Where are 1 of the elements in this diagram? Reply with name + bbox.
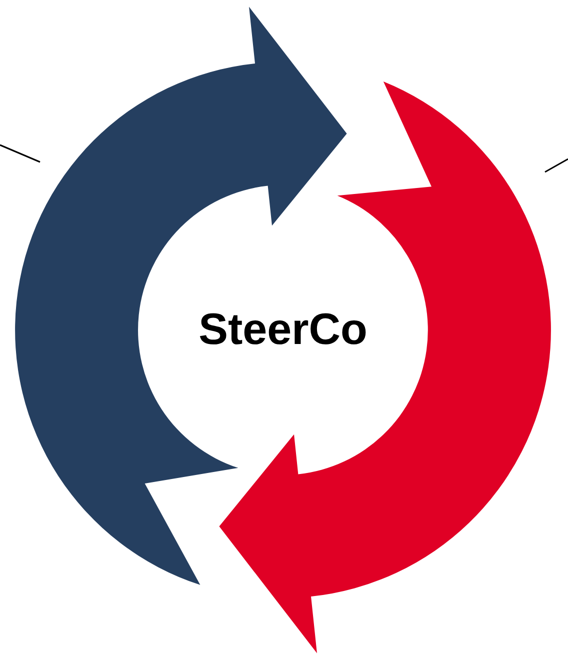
center-label: SteerCo [173, 302, 393, 358]
